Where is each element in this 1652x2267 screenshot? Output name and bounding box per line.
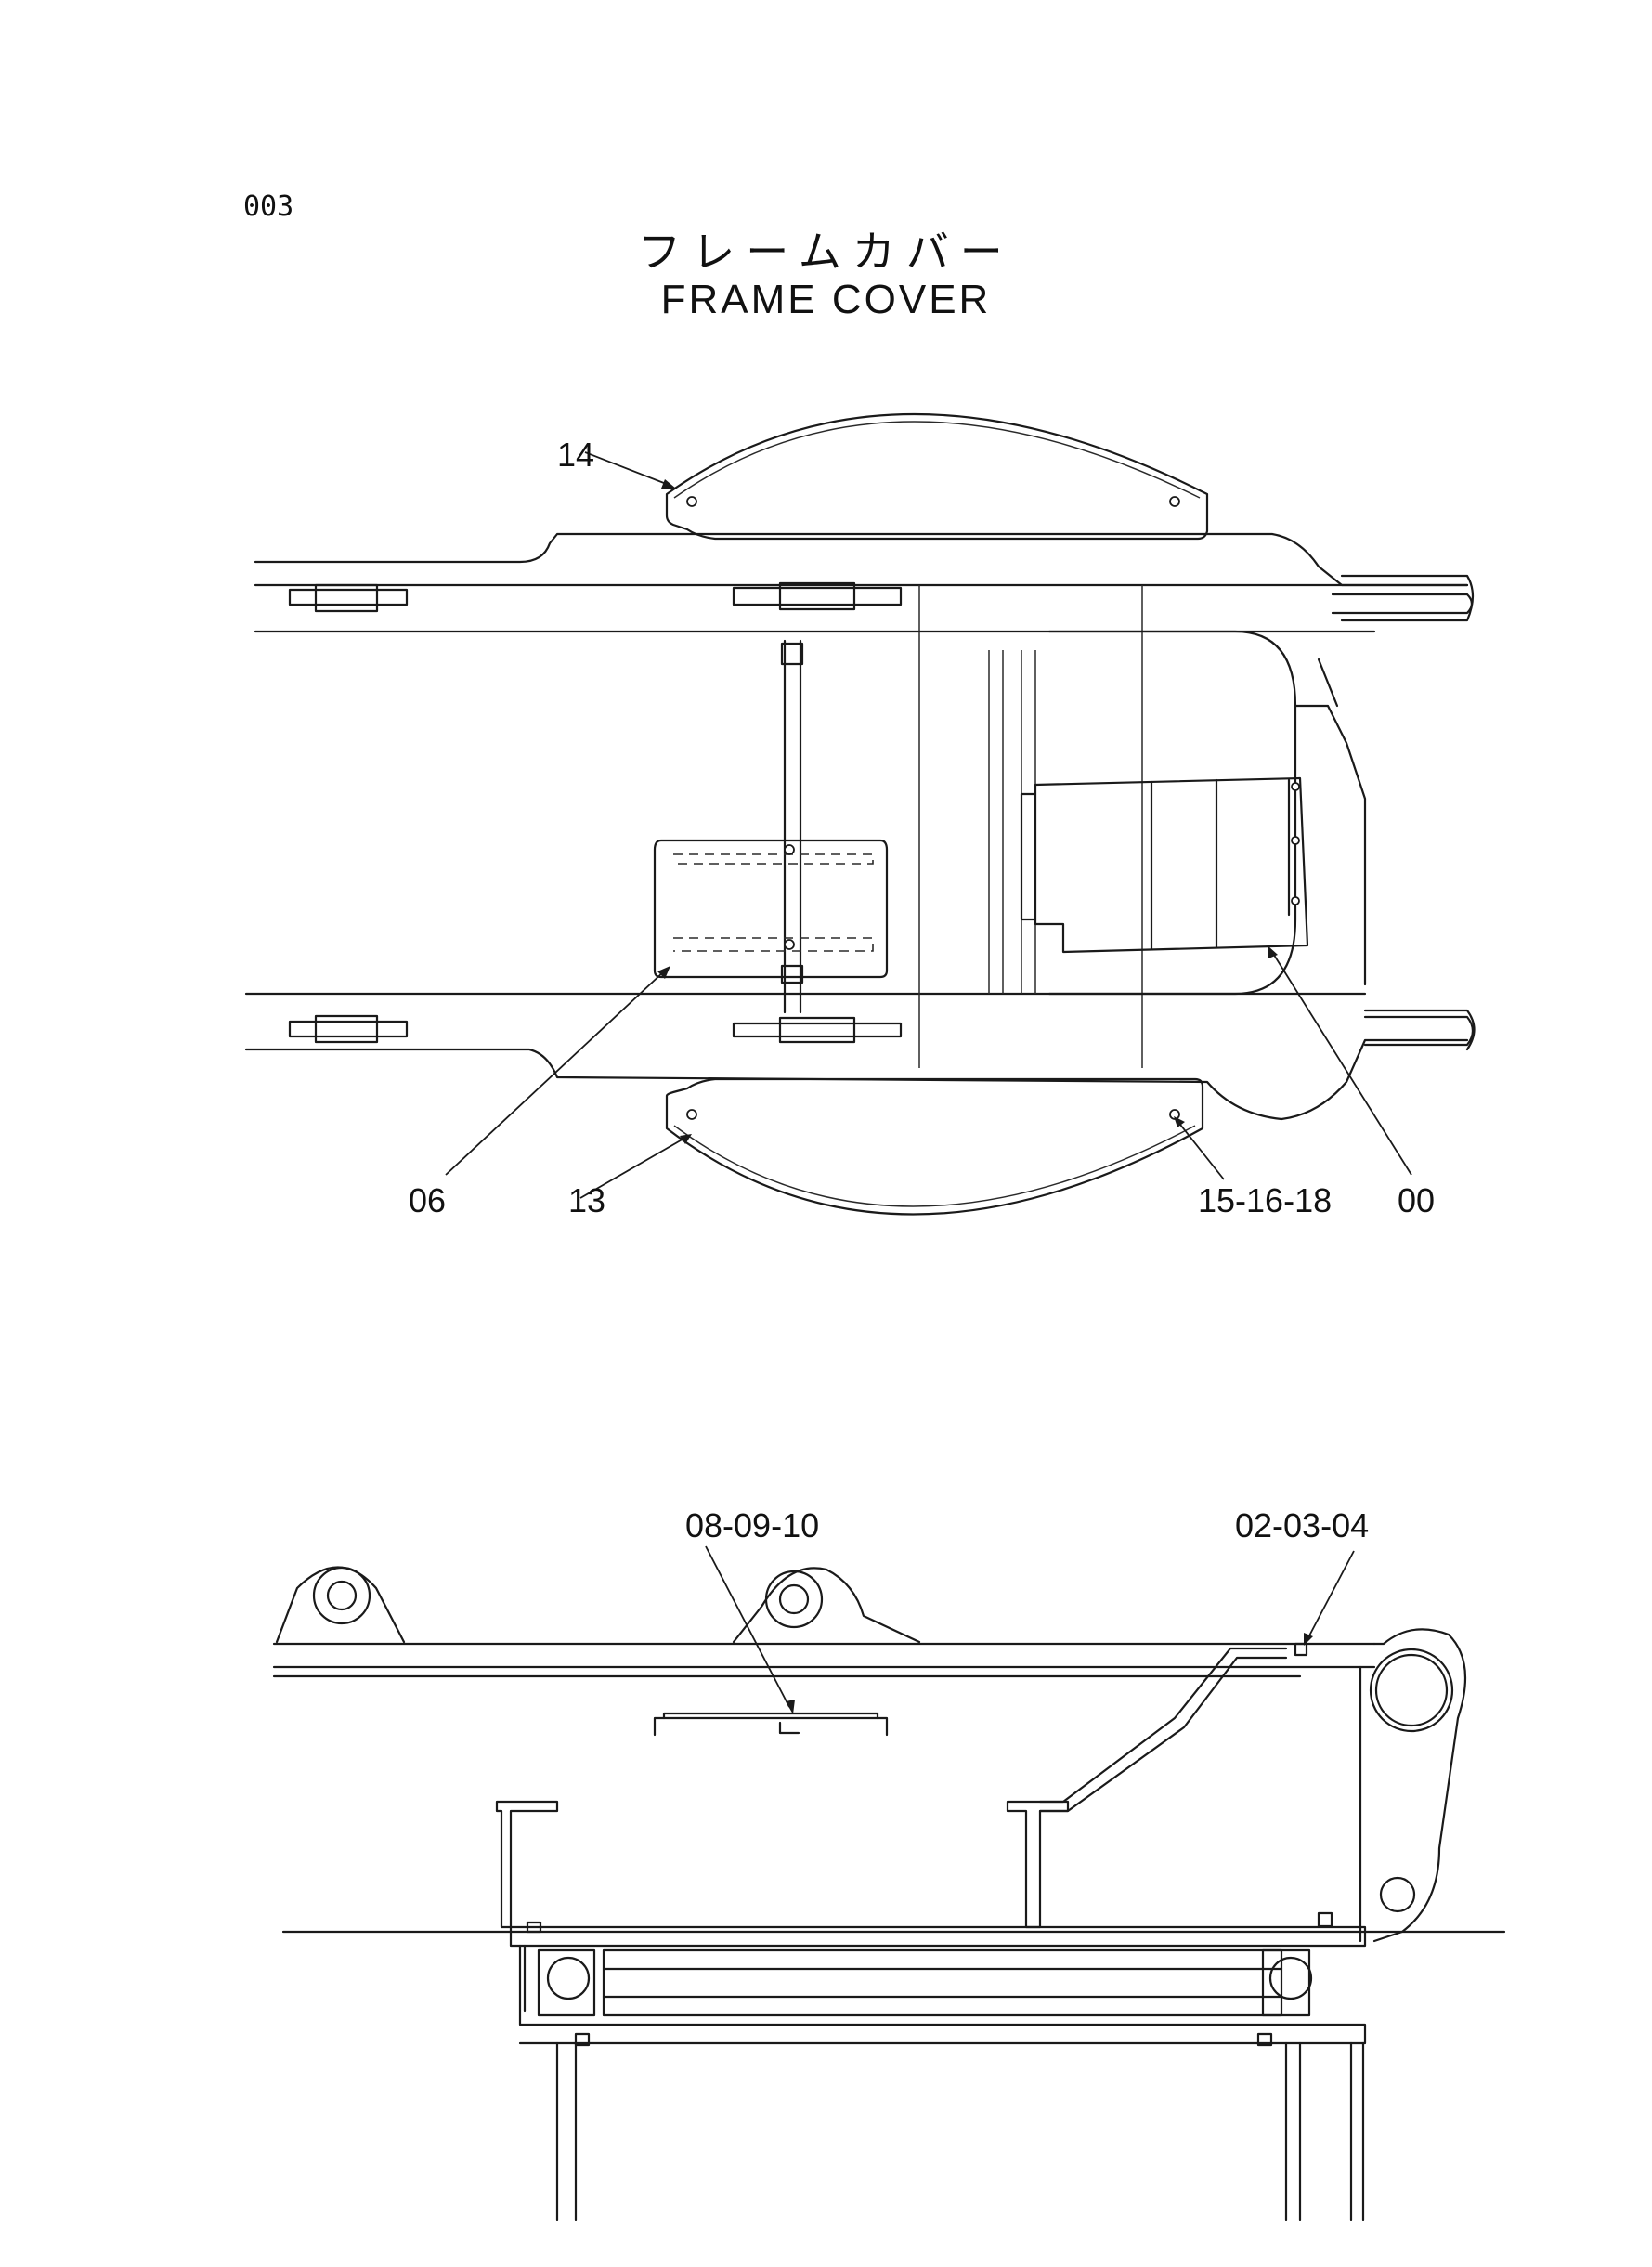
top-view: 14 06 13 15-16-18 00 — [244, 412, 1476, 1219]
center-cross-bar — [780, 639, 804, 1014]
side-lugs — [275, 1566, 921, 1644]
upper-frame-rail — [254, 532, 1475, 633]
callout-06: 06 — [409, 1181, 446, 1219]
side-sloped-cover — [1038, 1642, 1308, 1813]
side-base-frame — [281, 1911, 1506, 2221]
u-bracket — [1047, 630, 1367, 996]
title-japanese: フレームカバー — [638, 227, 1014, 277]
cover-block-00 — [1020, 776, 1309, 954]
callout-08-09-10: 08-09-10 — [685, 1506, 819, 1544]
top-view-leaders — [445, 451, 1412, 1199]
arched-cover-13 — [665, 1077, 1204, 1216]
side-upper-beam — [272, 1642, 1376, 1678]
arched-cover-14 — [665, 412, 1209, 541]
callout-15-16-18: 15-16-18 — [1198, 1181, 1332, 1219]
callout-14: 14 — [557, 436, 594, 474]
lower-frame-rail — [244, 992, 1476, 1121]
side-view-leaders — [705, 1545, 1355, 1714]
page-number: 003 — [243, 190, 294, 223]
side-view: 08-09-10 02-03-04 — [272, 1506, 1506, 2221]
title-english: FRAME COVER — [660, 277, 992, 322]
side-end-plate — [1359, 1628, 1467, 1943]
side-inner-brackets — [495, 1712, 1070, 1929]
side-view-callouts: 08-09-10 02-03-04 — [685, 1506, 1369, 1544]
callout-02-03-04: 02-03-04 — [1235, 1506, 1369, 1544]
rail-bolt-pads — [288, 581, 903, 1044]
frame-verticals — [918, 585, 1143, 1068]
callout-00: 00 — [1398, 1181, 1435, 1219]
cover-plate-06 — [653, 839, 889, 979]
top-view-callouts: 14 06 13 15-16-18 00 — [409, 436, 1435, 1219]
callout-13: 13 — [568, 1181, 605, 1219]
